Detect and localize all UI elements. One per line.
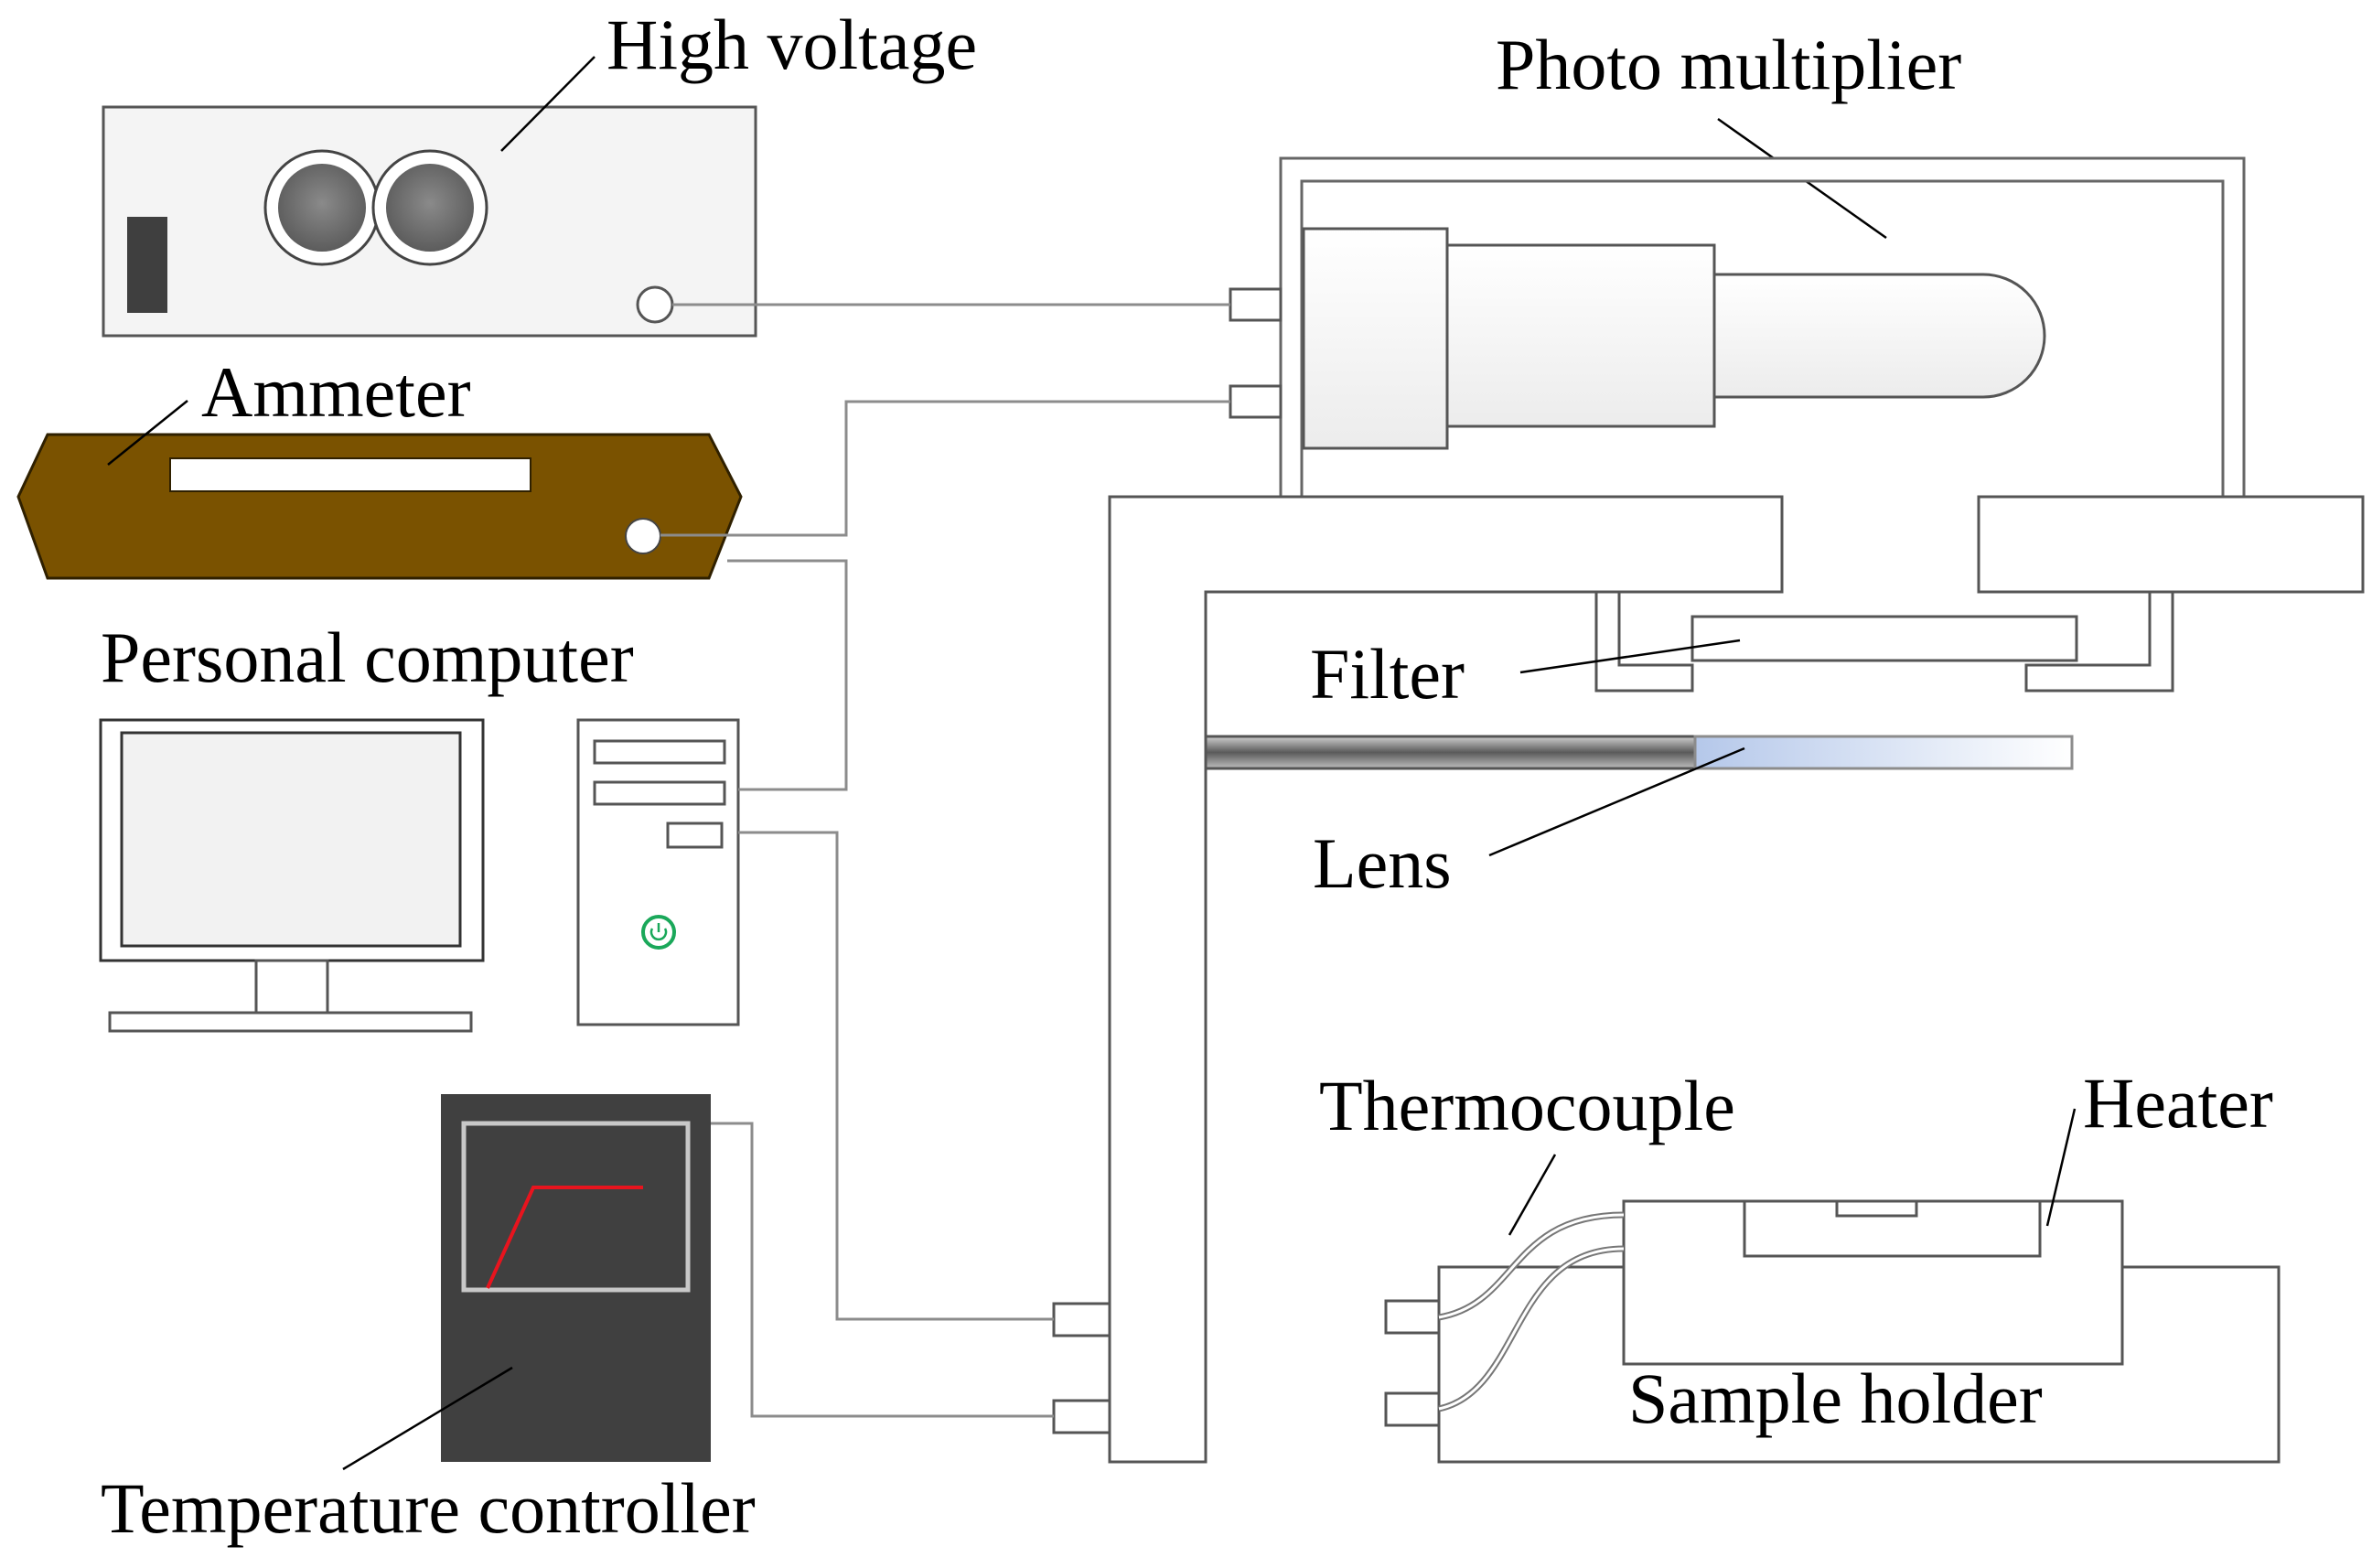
high-voltage-knob-right <box>371 149 488 266</box>
label-photo-multiplier: Photo multiplier <box>1496 25 1961 104</box>
high-voltage-display <box>127 217 167 313</box>
label-sample-holder: Sample holder <box>1628 1359 2043 1438</box>
label-ammeter: Ammeter <box>201 352 471 432</box>
label-personal-computer: Personal computer <box>101 618 634 697</box>
cable-pc-to-stand <box>738 831 1054 1321</box>
lens-assembly <box>1204 735 2074 770</box>
drive-bay-2 <box>593 780 726 806</box>
stand-connector-top <box>1052 1302 1111 1337</box>
leader-heater <box>2045 1108 2077 1227</box>
label-heater: Heater <box>2083 1063 2273 1143</box>
filter-holder <box>1594 590 2174 693</box>
temperature-ramp-graph <box>486 1186 643 1289</box>
cable-controller-to-stand <box>711 1122 1054 1418</box>
computer-monitor <box>99 718 485 1033</box>
cables <box>660 303 1230 1418</box>
high-voltage-output-port <box>636 285 674 324</box>
label-high-voltage: High voltage <box>606 5 977 84</box>
leader-temperature-controller <box>342 1366 513 1471</box>
computer-tower <box>576 718 740 1026</box>
ammeter <box>16 433 743 580</box>
cable-pmt-to-ammeter <box>660 400 1230 537</box>
leader-high-voltage <box>500 56 596 152</box>
label-lens: Lens <box>1313 823 1452 903</box>
lens-rod <box>1204 735 1697 770</box>
high-voltage-supply <box>102 105 757 338</box>
cable-ammeter-to-pc <box>727 559 848 791</box>
power-icon <box>641 915 676 950</box>
pmt-connector-hv <box>1229 287 1283 322</box>
thermocouple-connector-bottom <box>1384 1391 1441 1427</box>
ammeter-port <box>625 518 661 554</box>
ammeter-display <box>169 457 531 492</box>
filter-glass <box>1690 615 2078 662</box>
leader-lens <box>1488 746 1745 857</box>
pmt-connector-signal <box>1229 384 1283 419</box>
label-thermocouple: Thermocouple <box>1319 1066 1735 1145</box>
drive-bay-3 <box>666 822 724 849</box>
thermocouple-wires <box>1438 1211 1625 1412</box>
leader-thermocouple <box>1508 1154 1557 1236</box>
thermocouple-connector-top <box>1384 1299 1441 1335</box>
lens-element <box>1693 735 2074 770</box>
sample <box>1835 1199 1918 1218</box>
high-voltage-knob-left <box>263 149 381 266</box>
label-temperature-controller: Temperature controller <box>101 1468 756 1548</box>
stand-connector-bottom <box>1052 1399 1111 1434</box>
drive-bay-1 <box>593 739 726 765</box>
photomultiplier-tube <box>1302 227 2046 450</box>
temperature-controller <box>441 1094 711 1462</box>
label-filter: Filter <box>1310 634 1465 714</box>
sample-holder <box>1437 1199 2281 1464</box>
leader-ammeter <box>107 400 188 466</box>
leader-filter <box>1519 639 1741 674</box>
